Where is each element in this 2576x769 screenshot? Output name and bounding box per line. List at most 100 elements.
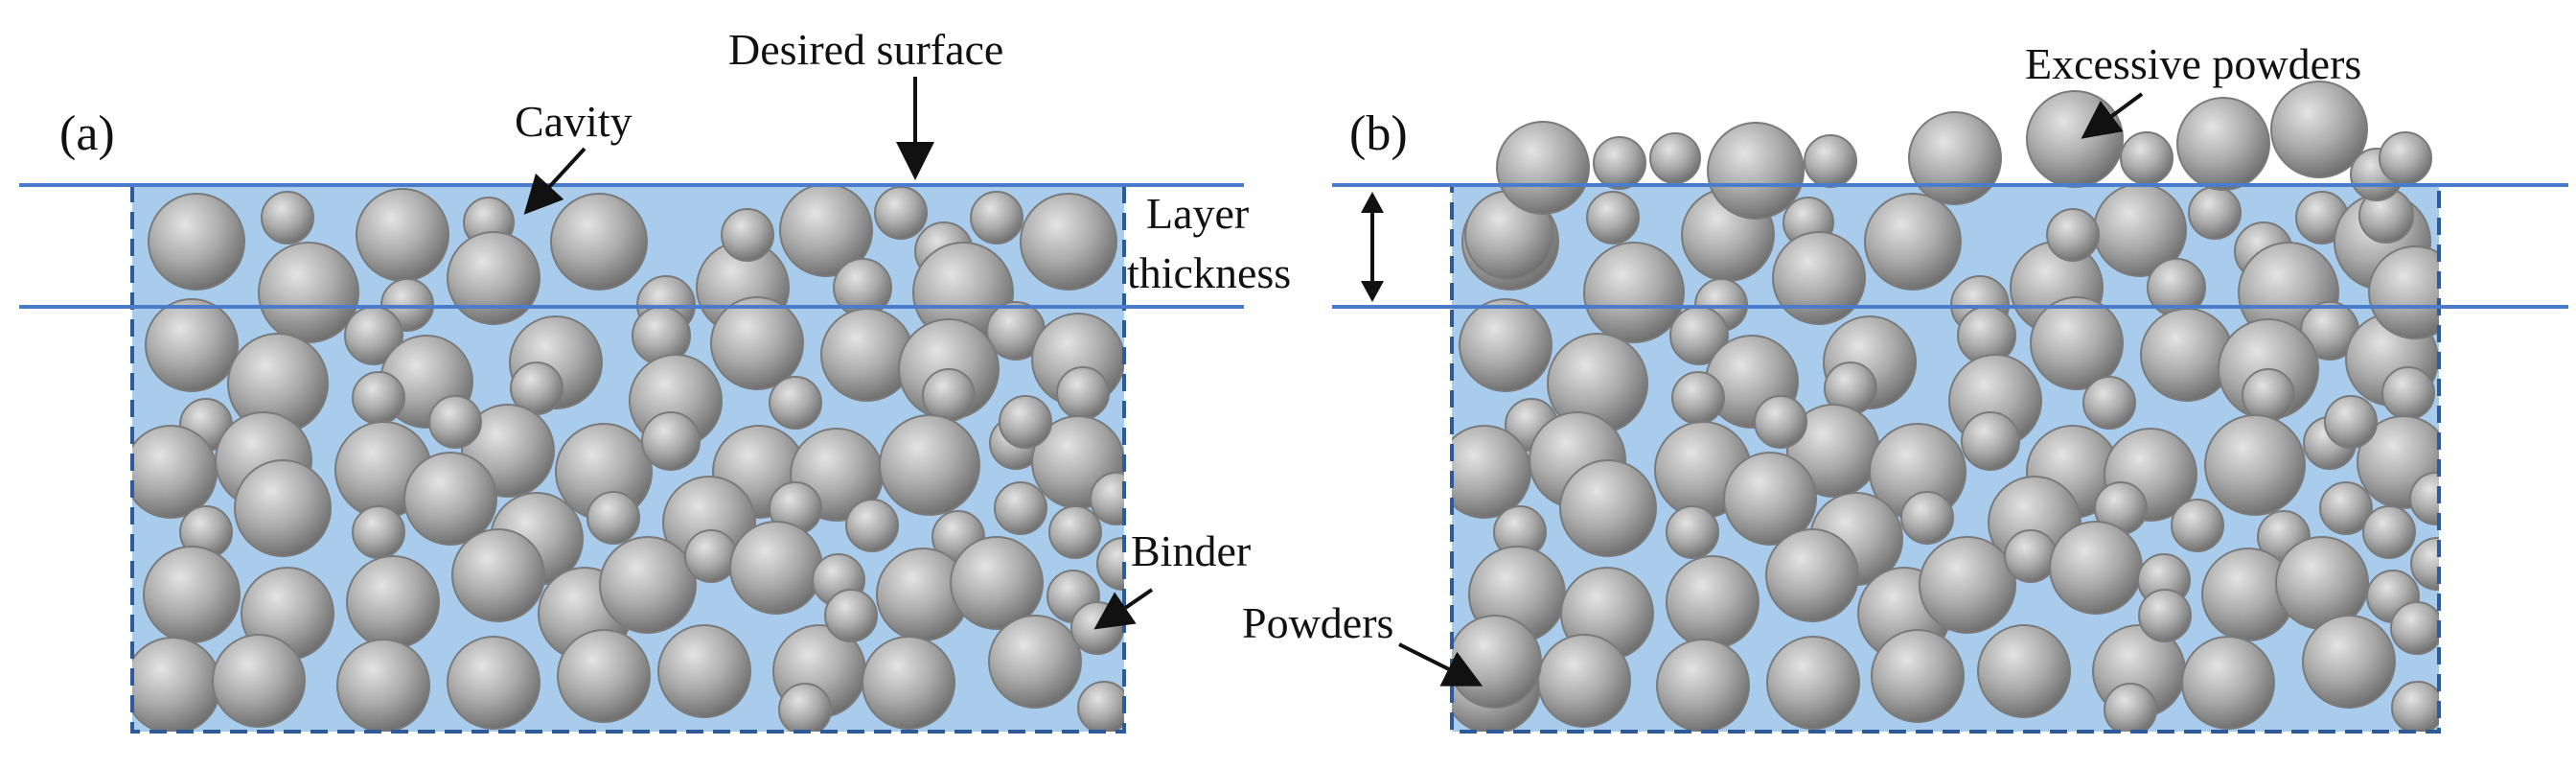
powder-particle: [1672, 372, 1724, 424]
powder-particle: [821, 309, 913, 401]
powder-particle: [347, 556, 439, 648]
powder-particle: [259, 243, 358, 342]
powder-particle: [1773, 232, 1865, 324]
powder-particle: [2031, 297, 2123, 389]
binder-label: Binder: [1131, 526, 1251, 575]
powder-particle: [995, 482, 1046, 534]
powder-particle: [2391, 602, 2443, 654]
powder-particle: [1000, 396, 1051, 448]
powder-particle: [1978, 625, 2070, 717]
powder-particle: [862, 637, 954, 729]
powder-particle: [730, 522, 822, 614]
powder-particle: [146, 299, 238, 391]
powder-particle: [1460, 299, 1552, 391]
powder-particle: [452, 529, 544, 621]
excessive-powder-particle: [1805, 135, 1856, 187]
powder-particle: [448, 232, 540, 324]
powder-particle: [1021, 194, 1116, 290]
powder-particle: [551, 194, 647, 290]
powder-particle: [1901, 492, 1953, 544]
powder-particle: [2047, 209, 2099, 261]
powder-particle: [2325, 396, 2377, 448]
layer-thickness-label-line2: thickness: [1127, 248, 1291, 297]
powder-particle: [448, 637, 540, 729]
powder-particle: [558, 630, 650, 722]
powder-particle: [875, 187, 927, 239]
powder-particle: [125, 638, 220, 734]
powder-particle: [846, 500, 898, 551]
powder-particle: [235, 460, 331, 556]
powder-particle: [923, 369, 975, 421]
powder-particle: [1091, 473, 1142, 524]
particles-b: [1438, 184, 2463, 735]
powder-particle: [2242, 369, 2294, 421]
panel-a: (a): [59, 106, 1149, 735]
powder-particle: [1078, 682, 1130, 734]
desired-surface-label: Desired surface: [728, 25, 1003, 74]
panel-label-a: (a): [59, 106, 115, 161]
powder-particle: [2104, 684, 2156, 735]
powder-particle: [1962, 412, 2019, 470]
powder-particle: [337, 640, 429, 732]
excessive-powder-particle: [1497, 122, 1589, 214]
powder-particle: [711, 297, 803, 389]
powder-particle: [1872, 630, 1964, 722]
powder-particle: [1667, 556, 1759, 648]
powder-particle: [1920, 537, 2015, 633]
powder-particle: [429, 396, 481, 448]
powder-particle: [880, 415, 979, 515]
powder-particle: [2139, 590, 2191, 641]
powder-particle: [1538, 635, 1630, 727]
powder-particle: [658, 625, 750, 717]
powder-particle: [642, 412, 700, 470]
powder-particle: [1766, 529, 1858, 621]
powder-particle: [1057, 367, 1109, 419]
powders-label: Powders: [1242, 598, 1393, 647]
powder-particle: [213, 635, 305, 727]
layer-thickness-arrow: [1361, 192, 1384, 302]
excessive-powder-particle: [2177, 98, 2269, 190]
powder-particle: [971, 192, 1023, 244]
powder-particle: [989, 616, 1081, 708]
powder-particle: [2005, 530, 2057, 582]
powder-particle: [262, 192, 313, 244]
powder-particle: [125, 426, 217, 518]
panel-b: (b): [1349, 82, 2463, 735]
powder-particle: [1560, 460, 1656, 556]
powder-particle: [2141, 309, 2233, 401]
powder-particle: [2410, 473, 2462, 524]
powder-particle: [587, 492, 639, 544]
powder-particle: [1071, 602, 1123, 654]
powder-particle: [770, 377, 821, 429]
powder-particle: [1587, 192, 1639, 244]
powder-particle: [1667, 506, 1718, 558]
excessive-powder-particle: [2027, 91, 2123, 187]
powder-particle: [1449, 616, 1541, 708]
powder-particle: [149, 194, 244, 290]
powder-particle: [356, 189, 448, 281]
excessive-powder-particle: [1708, 123, 1804, 219]
powder-particle: [2382, 367, 2434, 419]
powder-particle: [685, 530, 737, 582]
powder-particle: [2392, 682, 2444, 734]
powder-particle: [404, 453, 496, 545]
powder-particle: [779, 684, 831, 735]
excessive-powder-particle: [1909, 112, 2001, 204]
layer-thickness-label-line1: Layer: [1146, 189, 1249, 238]
panel-label-b: (b): [1349, 106, 1408, 161]
powder-particle: [722, 209, 773, 261]
excessive-powders-label: Excessive powders: [2025, 39, 2361, 88]
powder-particle: [2172, 500, 2223, 551]
powder-particle: [2050, 522, 2142, 614]
excessive-powder-particle: [2121, 132, 2173, 184]
excessive-powder-particle: [1650, 133, 1700, 183]
powder-particle: [1584, 243, 1684, 342]
powder-particle: [1049, 506, 1101, 558]
cavity-label: Cavity: [515, 97, 632, 146]
powder-particle: [353, 506, 404, 558]
powder-particle: [2083, 377, 2135, 429]
powder-particle: [1767, 637, 1859, 729]
powder-particle: [353, 372, 404, 424]
